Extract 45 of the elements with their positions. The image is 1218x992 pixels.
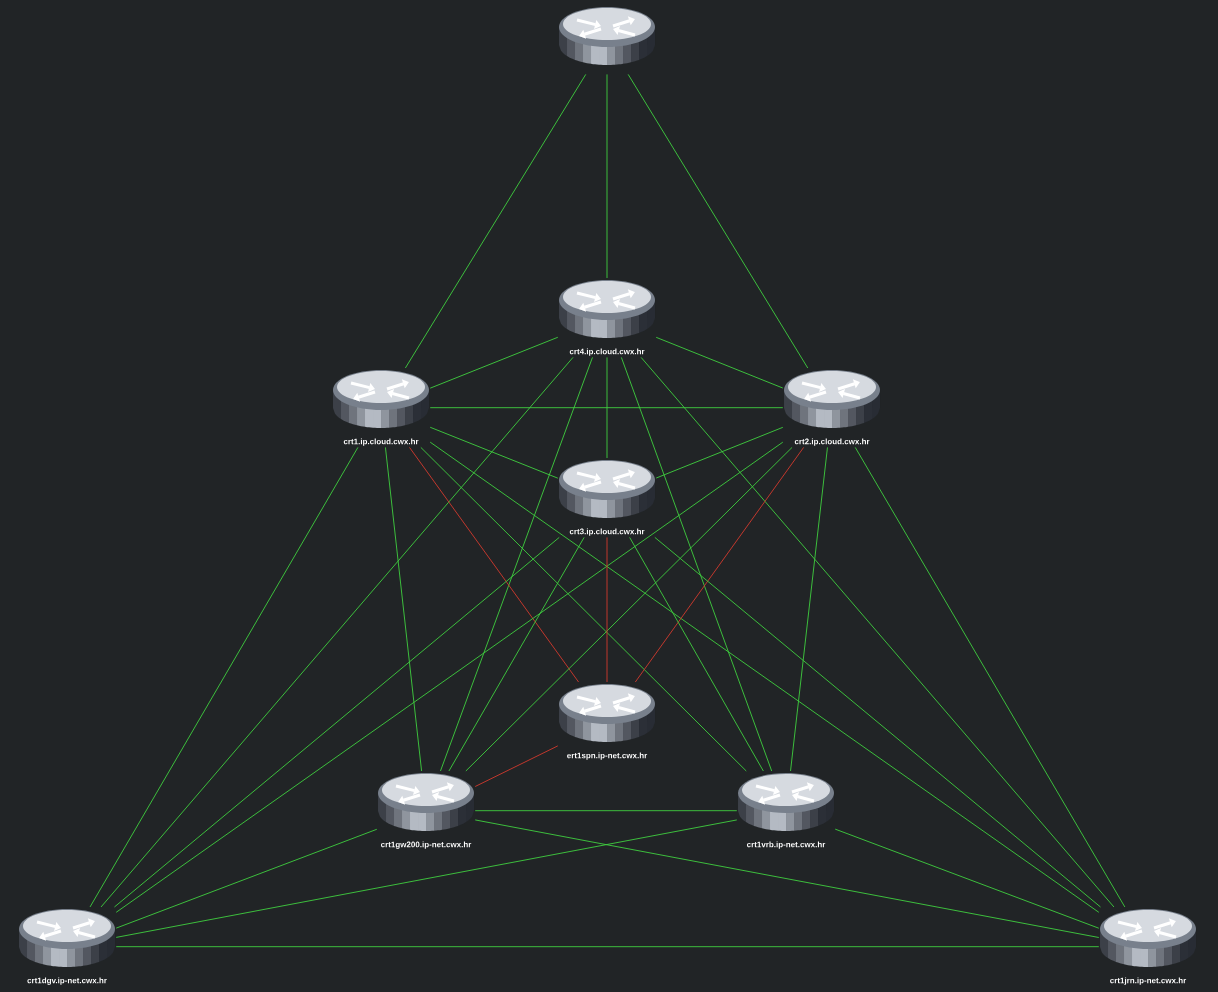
host-label: crt1gw200.ip-net.cwx.hr xyxy=(380,841,472,849)
link-line xyxy=(606,536,608,683)
link-line xyxy=(440,356,593,772)
link-line xyxy=(429,336,559,389)
host-label: crt2.ip.cloud.cwx.hr xyxy=(794,438,870,446)
link-line xyxy=(448,536,585,772)
link-line xyxy=(89,446,359,908)
link-line xyxy=(385,446,423,772)
link-line xyxy=(620,356,773,772)
host-label: ert1spn.ip-net.cwx.hr xyxy=(567,752,648,760)
link-line xyxy=(790,446,828,772)
link-line xyxy=(409,446,579,683)
link-line xyxy=(429,441,1100,913)
link-line xyxy=(629,536,764,772)
link-line xyxy=(834,828,1100,929)
link-line xyxy=(420,446,747,772)
link-line xyxy=(634,446,805,683)
router-drawing xyxy=(559,7,655,65)
link-line xyxy=(606,73,608,279)
link-line xyxy=(100,356,574,908)
link-line xyxy=(115,441,784,913)
link-line xyxy=(429,426,559,479)
host-label: crt3.ip.cloud.cwx.hr xyxy=(569,528,645,536)
link-line xyxy=(606,356,608,459)
link-line xyxy=(404,73,587,369)
link-line xyxy=(627,73,809,369)
link-line xyxy=(465,446,793,772)
link-line xyxy=(115,946,1100,948)
host-label: crt1jrn.ip-net.cwx.hr xyxy=(1110,977,1187,985)
host-label: crt1vrb.ip-net.cwx.hr xyxy=(747,841,826,849)
link-line xyxy=(115,828,378,929)
link-line xyxy=(655,336,784,389)
link-line xyxy=(429,407,784,409)
host-label: crt1dgv.ip-net.cwx.hr xyxy=(27,977,107,985)
host-label: crt4.ip.cloud.cwx.hr xyxy=(569,348,645,356)
link-line xyxy=(474,810,738,812)
link-line xyxy=(640,356,1115,908)
link-line xyxy=(654,536,1101,908)
link-line xyxy=(474,819,1100,938)
link-line xyxy=(114,536,560,908)
link-line xyxy=(854,446,1126,908)
link-line xyxy=(115,819,738,938)
host-label: crt1.ip.cloud.cwx.hr xyxy=(343,438,419,446)
link-line xyxy=(474,745,559,787)
link-line xyxy=(655,426,784,479)
